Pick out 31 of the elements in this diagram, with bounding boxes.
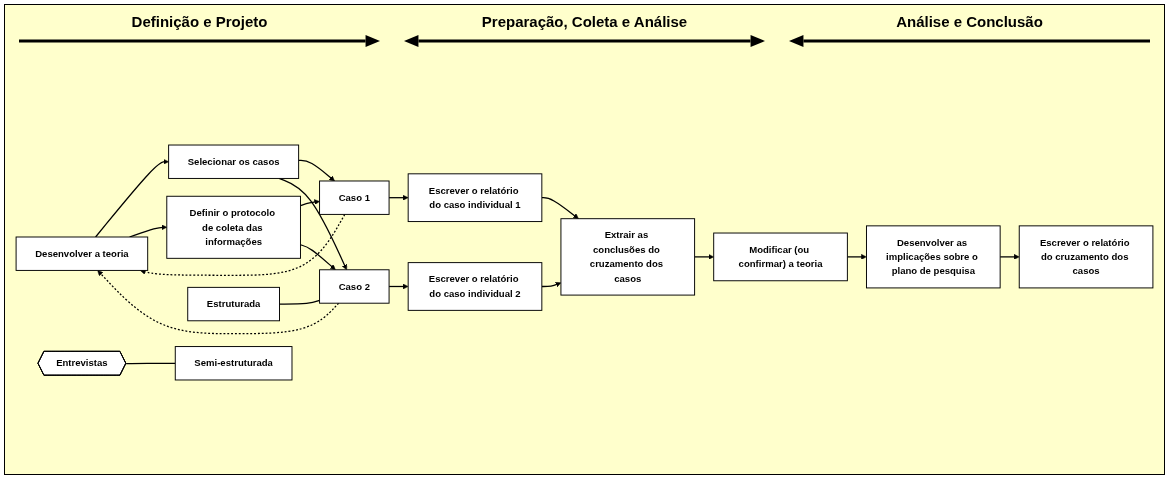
node-box: Desenvolver as implicações sobre o plano de pesquisa — [866, 225, 1001, 289]
arrow — [299, 244, 336, 271]
arrow — [999, 254, 1020, 260]
arrow — [541, 197, 579, 219]
arrow — [541, 282, 562, 288]
arrow — [97, 270, 340, 335]
node-box: Desenvolver a teoria — [15, 236, 149, 271]
arrow — [140, 213, 346, 276]
node-box: Modificar (ou confirmar) a teoria — [713, 232, 848, 282]
phase-label: Preparação, Coleta e Análise — [481, 13, 688, 30]
connector — [125, 362, 176, 365]
node-box: Caso 2 — [319, 269, 390, 304]
node-box: Caso 1 — [319, 180, 390, 215]
phase-label: Definição e Projeto — [131, 13, 268, 30]
arrow — [278, 177, 348, 271]
node-box: Estruturada — [187, 286, 280, 322]
arrow — [94, 158, 169, 238]
node-box: Selecionar os casos — [168, 144, 300, 179]
node-box: Escrever o relatório do caso individual 1 — [407, 173, 543, 223]
arrow — [298, 159, 335, 182]
arrow — [846, 254, 867, 260]
node-box: Escrever o relatório do caso individual 2 — [407, 262, 543, 311]
node-box: Definir o protocolo de coleta das informações — [166, 195, 301, 259]
phase-label: Análise e Conclusão — [896, 13, 1043, 30]
arrow — [388, 194, 409, 201]
arrow — [299, 199, 320, 207]
node-box: Semi-estruturada — [174, 346, 293, 381]
node-box: Extrair as conclusões do cruzamento dos casos — [560, 218, 696, 296]
arrow — [693, 254, 714, 260]
node-box: Escrever o relatório do cruzamento dos casos — [1018, 225, 1154, 289]
connector — [278, 299, 321, 305]
